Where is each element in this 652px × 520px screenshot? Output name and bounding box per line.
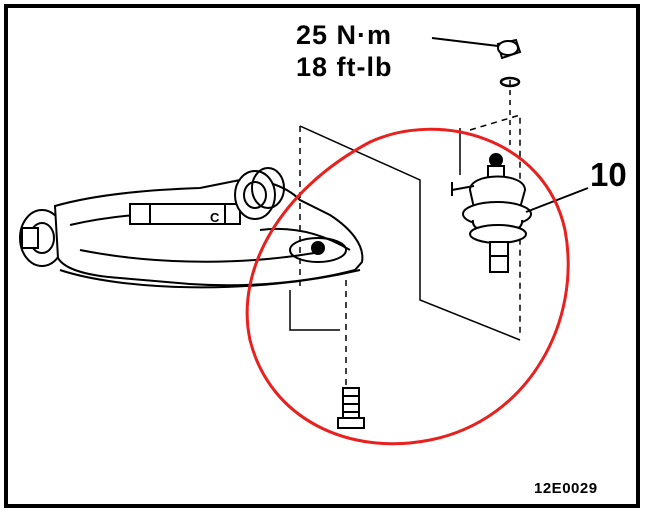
callout-number-label: 10 xyxy=(590,156,627,193)
highlight-circle xyxy=(245,127,570,446)
torque-leader xyxy=(431,37,499,47)
washer-icon xyxy=(499,76,521,88)
nut-icon xyxy=(496,38,522,60)
torque-imperial-label: 18 ft-lb xyxy=(296,52,393,82)
torque-metric-label: 25 N·m xyxy=(296,20,393,50)
figure-code-label: 12E0029 xyxy=(534,480,598,497)
callout-leader xyxy=(525,187,589,213)
guide-plane xyxy=(289,80,521,395)
leader-lines xyxy=(431,37,589,213)
bolt-icon xyxy=(337,387,365,429)
ball-joint-icon xyxy=(451,153,532,273)
upper-control-arm-icon xyxy=(19,167,364,289)
part-code-label: C xyxy=(210,210,220,225)
